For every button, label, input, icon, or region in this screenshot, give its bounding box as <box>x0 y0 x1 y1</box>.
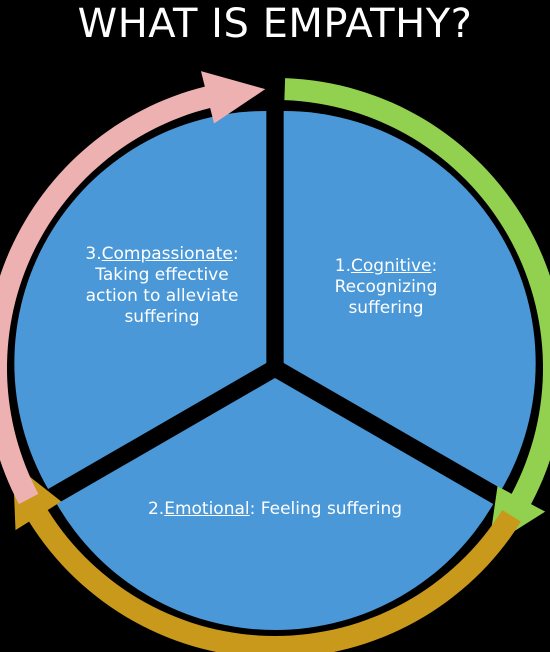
emotional-name: Emotional <box>164 499 250 519</box>
emotional-description: Feeling suffering <box>255 499 403 519</box>
emotional-separator: : <box>249 499 256 519</box>
emotional-segment-label: 2.Emotional: Feeling suffering <box>110 499 440 520</box>
cognitive-segment-label: 1.Cognitive: Recognizing suffering <box>298 256 474 319</box>
compassionate-sector <box>14 111 267 489</box>
emotional-number: 2. <box>147 499 165 519</box>
compassionate-description-line-3: suffering <box>124 307 200 327</box>
cognitive-description-line-1: Recognizing <box>334 277 438 297</box>
page-title: WHAT IS EMPATHY? <box>77 1 473 47</box>
compassionate-description-line-1: Taking effective <box>95 265 229 285</box>
cognitive-number: 1. <box>334 256 352 276</box>
cognitive-arrow <box>284 78 550 548</box>
compassionate-separator: : <box>232 244 239 264</box>
cognitive-sector <box>283 111 536 489</box>
compassionate-arrow <box>0 71 266 505</box>
emotional-sector <box>56 378 494 630</box>
cognitive-name: Cognitive <box>351 256 432 276</box>
cognitive-separator: : <box>431 256 438 276</box>
compassionate-description-line-2: action to alleviate <box>85 286 239 306</box>
compassionate-number: 3. <box>85 244 102 264</box>
emotional-arrow <box>12 463 521 652</box>
cognitive-description-line-2: suffering <box>348 298 424 318</box>
compassionate-segment-label: 3.Compassionate: Taking effective action… <box>62 244 262 328</box>
compassionate-name: Compassionate <box>101 244 233 264</box>
